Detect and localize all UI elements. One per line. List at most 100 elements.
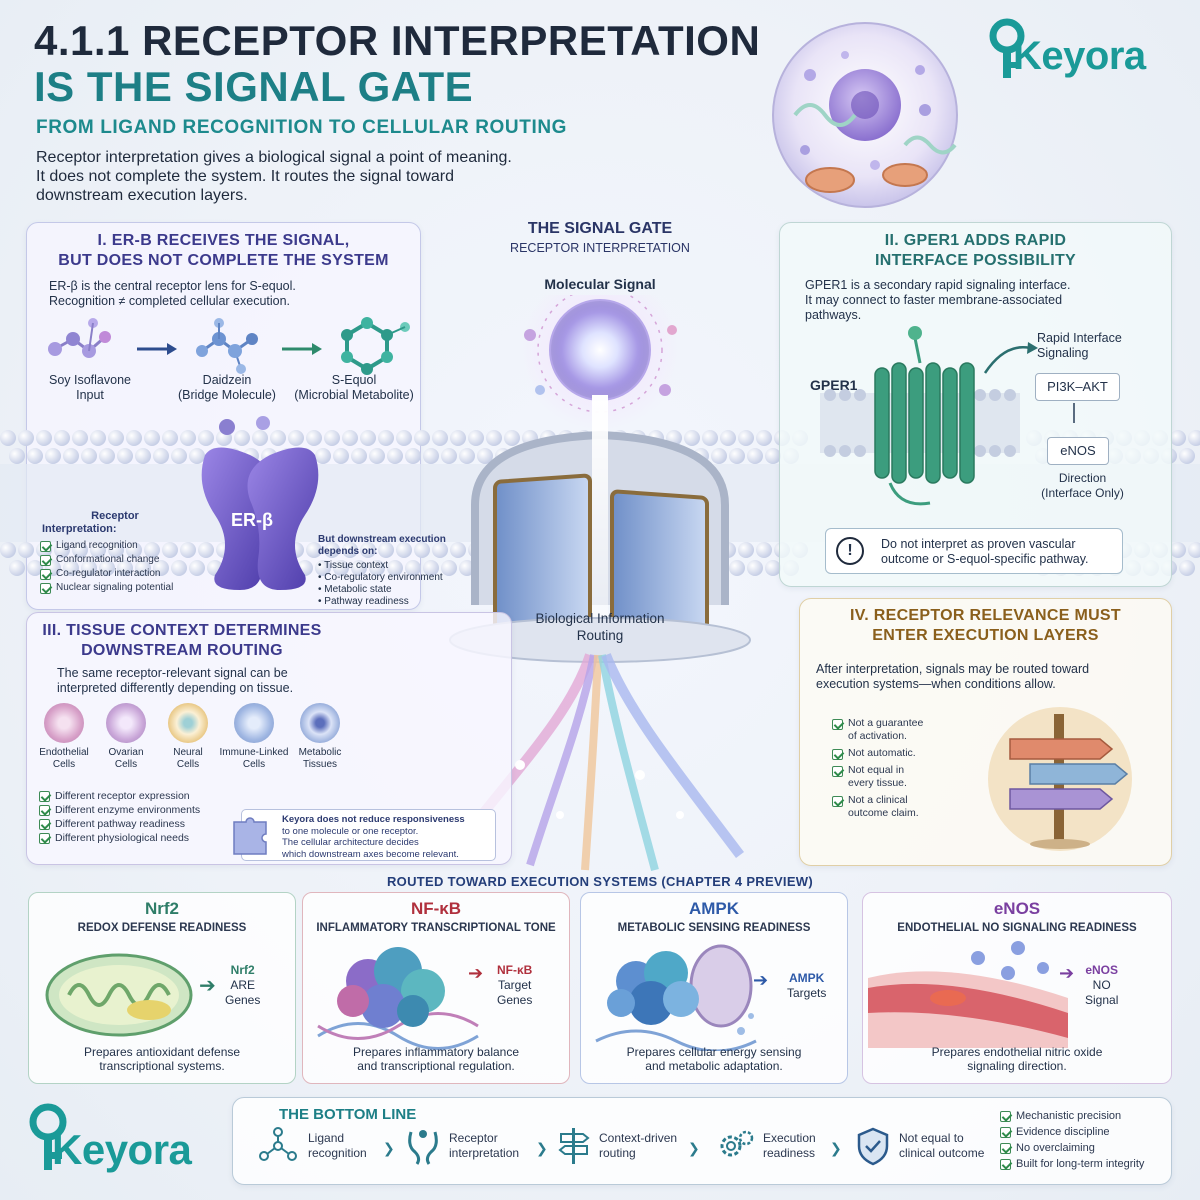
lipid-bead xyxy=(702,430,718,446)
panel-tissue-title: III. TISSUE CONTEXT DETERMINES DOWNSTREA… xyxy=(27,621,337,661)
lipid-bead xyxy=(468,430,484,446)
rapid-signaling-label: Rapid Interface Signaling xyxy=(1037,331,1122,361)
lipid-bead xyxy=(756,430,772,446)
lipid-bead xyxy=(369,560,385,576)
enos-target-1: eNOS xyxy=(1085,963,1119,977)
molecule-2-name: Daidzein xyxy=(202,373,252,387)
tissue-cell-row: Endothelial Cells Ovarian Cells Neural C… xyxy=(33,703,351,771)
signal-gate-title: THE SIGNAL GATE xyxy=(527,220,673,237)
lipid-bead xyxy=(765,560,781,576)
tissue-item: Different enzyme environments xyxy=(39,803,239,817)
panel-er-beta-title-1: I. ER-β RECEIVES THE SIGNAL, xyxy=(97,232,350,249)
caveat-l2: of activation. xyxy=(848,730,907,742)
lipid-bead xyxy=(18,542,34,558)
lipid-bead xyxy=(36,430,52,446)
gear-icon xyxy=(720,1130,754,1157)
cell-illustration xyxy=(772,22,958,208)
nfkb-desc-1: Prepares inflammatory balance xyxy=(352,1045,520,1059)
lipid-bead xyxy=(81,448,97,464)
signal-gate-illustration xyxy=(446,295,751,872)
lipid-bead xyxy=(351,560,367,576)
bottom-checklist: Mechanistic precision Evidence disciplin… xyxy=(1000,1109,1168,1171)
lipid-bead xyxy=(153,560,169,576)
molecule-label-1: Soy Isoflavone Input xyxy=(35,373,145,403)
lipid-bead xyxy=(180,542,196,558)
bottom-check-text: No overclaiming xyxy=(1016,1142,1095,1154)
protein-complex-icon xyxy=(317,947,479,1050)
tissue-cell: Neural Cells xyxy=(157,703,219,771)
tissue-cell-label-2: Cells xyxy=(242,759,266,770)
signal-gate-header: THE SIGNAL GATE RECEPTOR INTERPRETATION xyxy=(490,220,710,255)
lipid-bead xyxy=(441,560,457,576)
nfkb-target-3: Genes xyxy=(497,993,533,1007)
lipid-bead xyxy=(405,448,421,464)
exec-nrf2-subtitle: REDOX DEFENSE READINESS xyxy=(77,922,247,934)
lipid-bead xyxy=(432,430,448,446)
lipid-bead xyxy=(729,560,745,576)
check-icon xyxy=(832,766,843,777)
step-execution-1: Execution xyxy=(763,1131,816,1145)
ampk-desc-2: and metabolic adaptation. xyxy=(645,1059,783,1073)
lipid-bead xyxy=(306,430,322,446)
down-arrow-icon xyxy=(1073,403,1075,423)
lipid-bead xyxy=(90,430,106,446)
caveat-l1: Not equal in xyxy=(848,764,905,776)
check-icon xyxy=(39,819,50,830)
lipid-bead xyxy=(396,430,412,446)
caveat-l1: Not automatic. xyxy=(848,747,916,759)
receptor-interp-title-2: Interpretation: xyxy=(42,523,117,535)
lipid-bead xyxy=(1188,430,1200,446)
lipid-bead xyxy=(306,542,322,558)
lipid-bead xyxy=(189,560,205,576)
tissue-cell: Ovarian Cells xyxy=(95,703,157,771)
lipid-bead xyxy=(1170,430,1186,446)
lipid-bead xyxy=(315,448,331,464)
lipid-bead xyxy=(324,430,340,446)
panel-gper1-body: GPER1 is a secondary rapid signaling int… xyxy=(805,278,1070,323)
tissue-cell-label-1: Metabolic xyxy=(298,747,342,758)
molecular-signal-label: Molecular Signal xyxy=(544,276,656,292)
panel-tissue-title-2: DOWNSTREAM ROUTING xyxy=(81,642,283,659)
check-icon xyxy=(39,805,50,816)
routing-line-1: Biological Information xyxy=(535,611,665,626)
exec-enos-desc: Prepares endothelial nitric oxide signal… xyxy=(873,1045,1161,1073)
check-icon xyxy=(1000,1159,1011,1170)
pi3k-akt-box: PI3K–AKT xyxy=(1035,373,1120,401)
tissue-cell-label-1: Endothelial xyxy=(39,747,89,758)
brand-name-bottom: Keyora xyxy=(52,1126,192,1173)
metabolic-tissue-icon xyxy=(300,703,340,743)
lipid-bead xyxy=(423,448,439,464)
puzzle-icon xyxy=(233,817,267,855)
molecule-2-sub: (Bridge Molecule) xyxy=(178,388,276,402)
molecule-label-3: S-Equol (Microbial Metabolite) xyxy=(289,373,419,403)
lipid-bead xyxy=(1170,542,1186,558)
step-execution-2: readiness xyxy=(763,1146,816,1160)
check-icon xyxy=(1000,1111,1011,1122)
lipid-bead xyxy=(1179,448,1195,464)
lipid-bead xyxy=(342,542,358,558)
er-beta-label: ER-β xyxy=(231,510,273,530)
panel-er-beta-title-2: BUT DOES NOT COMPLETE THE SYSTEM xyxy=(58,252,389,269)
exec-ampk-subtitle: METABOLIC SENSING READINESS xyxy=(617,922,811,934)
lipid-bead xyxy=(396,542,412,558)
lipid-bead xyxy=(198,430,214,446)
lipid-bead xyxy=(270,430,286,446)
caveat-l1: Not a clinical xyxy=(848,794,908,806)
exec-body-1: After interpretation, signals may be rou… xyxy=(816,662,1090,676)
lipid-bead xyxy=(360,430,376,446)
gper1-body-2: It may connect to faster membrane-associ… xyxy=(805,293,1063,307)
lipid-bead xyxy=(162,542,178,558)
check-icon xyxy=(40,569,51,580)
lipid-bead xyxy=(153,448,169,464)
nfkb-target-1: NF-κB xyxy=(497,963,533,977)
note-line-2: to one molecule or one receptor. xyxy=(282,825,419,837)
lipid-bead xyxy=(171,448,187,464)
lipid-bead xyxy=(108,430,124,446)
keyora-note-box: Keyora does not reduce responsiveness to… xyxy=(233,809,496,861)
lipid-bead xyxy=(738,430,754,446)
interp-item-text: Ligand recognition xyxy=(56,540,138,551)
tissue-item-text: Different receptor expression xyxy=(55,790,190,802)
